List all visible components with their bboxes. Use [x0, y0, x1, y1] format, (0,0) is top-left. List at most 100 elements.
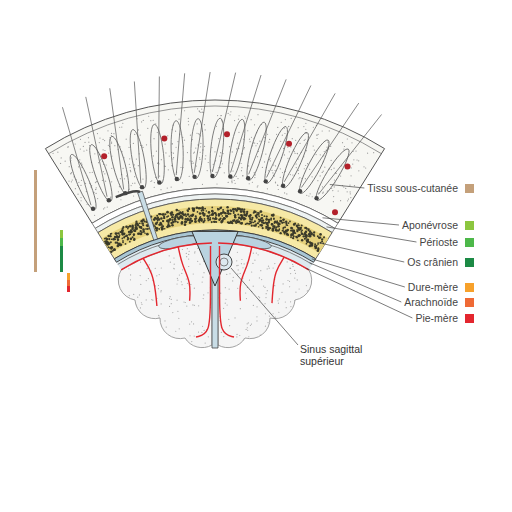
leader-line — [330, 185, 364, 188]
stipple-dot — [282, 283, 283, 284]
stipple-dot — [147, 128, 148, 129]
stipple-dot — [278, 189, 279, 190]
stipple-dot — [160, 291, 161, 292]
stipple-dot — [171, 299, 172, 300]
diploe-dot — [198, 207, 201, 210]
stipple-dot — [202, 281, 203, 282]
legend-swatch — [465, 314, 474, 323]
diploe-dot — [195, 217, 197, 219]
stipple-dot — [159, 245, 160, 246]
stipple-dot — [296, 167, 297, 168]
stipple-dot — [265, 313, 266, 314]
hair-shaft — [284, 93, 335, 181]
pia-sulcus — [220, 246, 235, 337]
diploe-dot — [141, 231, 143, 233]
diploe-dot — [195, 215, 197, 217]
diploe-dot — [215, 218, 217, 220]
diploe-dot — [218, 213, 220, 215]
stipple-dot — [166, 349, 167, 350]
stipple-dot — [204, 124, 205, 125]
stipple-dot — [236, 260, 237, 261]
stipple-dot — [179, 328, 180, 329]
stipple-dot — [317, 134, 318, 135]
stipple-dot — [220, 353, 221, 354]
stipple-dot — [241, 163, 242, 164]
stipple-dot — [142, 246, 143, 247]
diploe-dot — [307, 240, 309, 242]
diploe-dot — [260, 224, 263, 227]
stipple-dot — [295, 241, 296, 242]
stipple-dot — [177, 311, 178, 312]
stipple-dot — [348, 198, 349, 199]
stipple-dot — [161, 303, 162, 304]
hair-shaft — [134, 81, 140, 183]
diploe-dot — [110, 233, 112, 235]
stipple-dot — [277, 300, 278, 301]
hair-shaft — [158, 76, 160, 178]
diploe-dot — [255, 211, 257, 213]
diploe-dot — [272, 228, 274, 230]
stipple-dot — [280, 177, 281, 178]
stipple-dot — [350, 175, 351, 176]
diploe-dot — [225, 215, 228, 218]
stipple-dot — [248, 165, 249, 166]
stipple-dot — [313, 145, 314, 146]
diploe-dot — [166, 211, 169, 214]
stipple-dot — [184, 288, 185, 289]
hair-follicle — [190, 118, 204, 178]
diploe-dot — [223, 211, 225, 213]
emissary-vein — [116, 191, 140, 197]
diploe-dot — [258, 216, 260, 218]
stipple-dot — [269, 268, 270, 269]
diploe-dot — [111, 233, 113, 235]
diploe-dot — [270, 218, 272, 220]
stipple-dot — [201, 332, 202, 333]
leader-line — [231, 268, 298, 345]
diploe-dot — [293, 223, 295, 225]
diploe-dot — [244, 218, 246, 220]
diploe-dot — [226, 206, 229, 209]
stipple-dot — [130, 334, 131, 335]
stipple-dot — [130, 167, 131, 168]
stipple-dot — [269, 159, 270, 160]
stipple-dot — [113, 133, 114, 134]
stipple-dot — [280, 168, 281, 169]
part-label: Sinus sagittal supérieur — [300, 343, 380, 367]
stipple-dot — [295, 347, 296, 348]
diploe-dot — [248, 223, 250, 225]
stipple-dot — [301, 255, 302, 256]
diploe-dot — [195, 206, 198, 209]
stipple-dot — [248, 351, 249, 352]
stipple-dot — [299, 143, 300, 144]
stipple-dot — [150, 120, 151, 121]
stipple-dot — [246, 298, 247, 299]
stipple-dot — [240, 273, 241, 274]
stipple-dot — [277, 185, 278, 186]
bracket-bar — [60, 238, 63, 246]
stipple-dot — [161, 246, 162, 247]
diploe-dot — [174, 219, 176, 221]
stipple-dot — [182, 182, 183, 183]
diploe-dot — [257, 222, 259, 224]
stipple-dot — [86, 150, 87, 151]
diploe-dot — [106, 238, 108, 240]
arachnoid-granulation — [216, 254, 232, 270]
stipple-dot — [60, 163, 61, 164]
diploe-dot — [194, 218, 196, 220]
diploe-dot — [189, 222, 191, 224]
stipple-dot — [304, 168, 305, 169]
stipple-dot — [270, 326, 271, 327]
hair-follicle — [312, 146, 354, 203]
stipple-dot — [238, 119, 239, 120]
stipple-dot — [263, 285, 264, 286]
diploe-dot — [164, 213, 166, 215]
stipple-dot — [190, 284, 191, 285]
diploe-dot — [273, 225, 276, 228]
diploe-dot — [122, 240, 124, 242]
stipple-dot — [129, 164, 130, 165]
stipple-dot — [118, 191, 119, 192]
stipple-dot — [191, 341, 192, 342]
stipple-dot — [232, 170, 233, 171]
stipple-dot — [290, 268, 291, 269]
diploe-dot — [240, 218, 242, 220]
